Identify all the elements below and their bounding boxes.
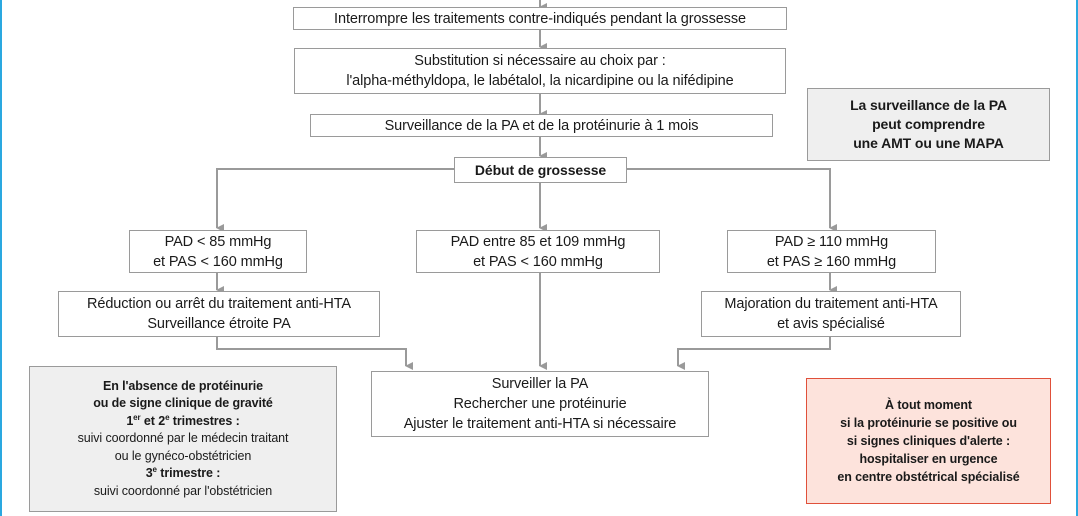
middle-condition-line-2: et PAS < 160 mmHg: [473, 253, 603, 270]
right-action-line-2: et avis spécialisé: [777, 316, 885, 332]
substitution-box: Substitution si nécessaire au choix par …: [294, 48, 786, 94]
alert-line-2: si la protéinurie se positive ou: [840, 416, 1017, 430]
alert-line-3: si signes cliniques d'alerte :: [846, 434, 1011, 448]
center-action-line-3: Ajuster le traitement anti-HTA si nécess…: [403, 416, 677, 432]
frame-left-border: [0, 0, 2, 516]
alert-line-1: À tout moment: [885, 398, 972, 412]
arrow-start-to-right: [626, 168, 837, 232]
frame-right-border: [1076, 0, 1078, 516]
pregnancy-start-text: Début de grossesse: [474, 162, 607, 178]
substitution-line-1: Substitution si nécessaire au choix par …: [414, 53, 666, 69]
follow-up-note: En l'absence de protéinurie ou de signe …: [29, 366, 337, 512]
right-action-box: Majoration du traitement anti-HTA et avi…: [701, 291, 961, 337]
right-condition-box: PAD ≥ 110 mmHg et PAS ≥ 160 mmHg: [727, 230, 936, 273]
substitution-line-2: l'alpha-méthyldopa, le labétalol, la nic…: [346, 73, 734, 89]
middle-condition-line-1: PAD entre 85 et 109 mmHg: [450, 233, 626, 250]
right-condition-line-2: et PAS ≥ 160 mmHg: [766, 253, 897, 270]
left-condition-line-2: et PAS < 160 mmHg: [153, 253, 283, 270]
center-action-box: Surveiller la PA Rechercher une protéinu…: [371, 371, 709, 437]
trimester-1-2-heading: 1er et 2e trimestres :: [126, 412, 240, 428]
right-action-line-1: Majoration du traitement anti-HTA: [724, 296, 938, 312]
follow-up-line-1: En l'absence de protéinurie: [102, 378, 264, 393]
pa-note-line-2: peut comprendre: [872, 116, 985, 132]
trimester-3-text: suivi coordonné par l'obstétricien: [93, 483, 273, 498]
monitoring-text: Surveillance de la PA et de la protéinur…: [384, 117, 699, 134]
trimester-3-heading: 3e trimestre :: [145, 465, 221, 481]
left-action-box: Réduction ou arrêt du traitement anti-HT…: [58, 291, 380, 337]
pa-note-line-1: La surveillance de la PA: [850, 97, 1007, 113]
alert-line-5: en centre obstétrical spécialisé: [837, 470, 1020, 484]
middle-condition-box: PAD entre 85 et 109 mmHg et PAS < 160 mm…: [416, 230, 660, 273]
pa-note-line-3: une AMT ou une MAPA: [853, 135, 1004, 151]
left-action-line-2: Surveillance étroite PA: [147, 316, 291, 332]
interrupt-treatments-box: Interrompre les traitements contre-indiq…: [293, 7, 787, 30]
arrow-right-action-to-center: [677, 336, 831, 370]
arrow-start-to-left: [216, 168, 454, 232]
right-condition-line-1: PAD ≥ 110 mmHg: [774, 233, 889, 250]
pregnancy-start-box: Début de grossesse: [454, 157, 627, 183]
follow-up-line-2: ou de signe clinique de gravité: [93, 396, 273, 411]
left-action-line-1: Réduction ou arrêt du traitement anti-HT…: [86, 296, 351, 312]
arrow-left-action-to-center: [216, 336, 413, 370]
left-condition-box: PAD < 85 mmHg et PAS < 160 mmHg: [129, 230, 307, 273]
monitoring-box: Surveillance de la PA et de la protéinur…: [310, 114, 773, 137]
alert-note: À tout moment si la protéinurie se posit…: [806, 378, 1051, 504]
alert-line-4: hospitaliser en urgence: [859, 452, 998, 466]
interrupt-treatments-text: Interrompre les traitements contre-indiq…: [334, 10, 746, 27]
left-condition-line-1: PAD < 85 mmHg: [164, 233, 272, 250]
trimester-1-2-text-1: suivi coordonné par le médecin traitant: [77, 431, 289, 446]
center-action-line-2: Rechercher une protéinurie: [453, 396, 627, 412]
trimester-1-2-text-2: ou le gynéco-obstétricien: [114, 448, 252, 463]
center-action-line-1: Surveiller la PA: [491, 376, 589, 392]
pa-monitoring-note: La surveillance de la PA peut comprendre…: [807, 88, 1050, 161]
